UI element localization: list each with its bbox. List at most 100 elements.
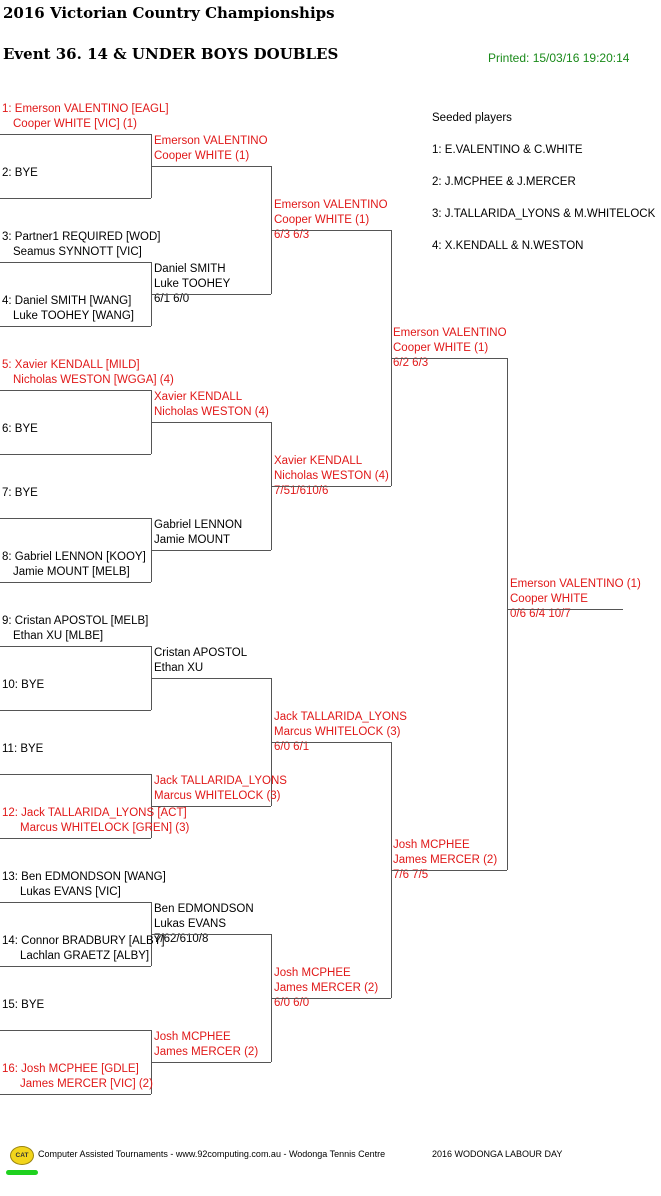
match-winner-line2: Jamie MOUNT — [154, 534, 231, 546]
match-winner-line2: Marcus WHITELOCK (3) — [154, 790, 281, 802]
player-entry-line2: Marcus WHITELOCK [GREN] (3) — [20, 822, 190, 834]
match-winner-line2: James MERCER (2) — [274, 982, 379, 994]
player-entry-line2: Jamie MOUNT [MELB] — [13, 566, 130, 578]
champion-line2: Cooper WHITE — [510, 593, 588, 605]
match-winner-line2: Cooper WHITE (1) — [393, 342, 489, 354]
match-winner-line1: Josh MCPHEE — [274, 967, 351, 979]
bracket-line — [151, 806, 271, 807]
match-winner-line1: Josh MCPHEE — [393, 839, 470, 851]
player-entry-line1: 12: Jack TALLARIDA_LYONS [ACT] — [2, 807, 187, 819]
match-score: 6/3 6/3 — [274, 229, 310, 241]
match-winner-line2: Cooper WHITE (1) — [154, 150, 250, 162]
bracket-line — [0, 710, 151, 711]
player-entry-line2: Lukas EVANS [VIC] — [20, 886, 121, 898]
match-score: 7/62/610/8 — [154, 933, 209, 945]
player-entry-line1: 8: Gabriel LENNON [KOOY] — [2, 551, 146, 563]
player-entry-line1: 10: BYE — [2, 679, 45, 691]
bracket-line — [0, 966, 151, 967]
logo-underline — [6, 1170, 38, 1175]
bracket-line — [0, 582, 151, 583]
match-winner-line2: Luke TOOHEY — [154, 278, 231, 290]
match-winner-line1: Xavier KENDALL — [154, 391, 243, 403]
match-winner-line2: Marcus WHITELOCK (3) — [274, 726, 401, 738]
match-winner-line1: Xavier KENDALL — [274, 455, 363, 467]
player-entry-line1: 16: Josh MCPHEE [GDLE] — [2, 1063, 139, 1075]
match-winner-line2: James MERCER (2) — [154, 1046, 259, 1058]
bracket-line — [0, 390, 151, 391]
match-winner-line1: Emerson VALENTINO — [393, 327, 507, 339]
player-entry-line1: 6: BYE — [2, 423, 38, 435]
player-entry-line2: James MERCER [VIC] (2) — [20, 1078, 153, 1090]
bracket-connector — [507, 358, 508, 870]
match-score: 6/0 6/1 — [274, 741, 310, 753]
bracket-line — [0, 774, 151, 775]
footer-credit: Computer Assisted Tournaments - www.92co… — [38, 1149, 386, 1159]
player-entry-line1: 2: BYE — [2, 167, 38, 179]
match-winner-line1: Josh MCPHEE — [154, 1031, 231, 1043]
player-entry-line2: Nicholas WESTON [WGGA] (4) — [13, 374, 174, 386]
player-entry-line2: Ethan XU [MLBE] — [13, 630, 104, 642]
match-score: 6/1 6/0 — [154, 293, 190, 305]
match-score: 7/51/610/6 — [274, 485, 329, 497]
bracket-line — [271, 486, 391, 487]
player-entry-line2: Lachlan GRAETZ [ALBY] — [20, 950, 150, 962]
player-entry-line1: 5: Xavier KENDALL [MILD] — [2, 359, 140, 371]
bracket-line — [0, 454, 151, 455]
seed-entry: 4: X.KENDALL & N.WESTON — [432, 240, 584, 252]
player-entry-line1: 9: Cristan APOSTOL [MELB] — [2, 615, 149, 627]
match-winner-line2: Ethan XU — [154, 662, 204, 674]
seeded-players-title: Seeded players — [432, 112, 512, 124]
final-score: 0/6 6/4 10/7 — [510, 608, 571, 620]
player-entry-line2: Luke TOOHEY [WANG] — [13, 310, 135, 322]
bracket-line — [151, 934, 271, 935]
bracket-line — [0, 838, 151, 839]
match-winner-line1: Jack TALLARIDA_LYONS — [274, 711, 407, 723]
match-score: 6/2 6/3 — [393, 357, 429, 369]
bracket-line — [271, 998, 391, 999]
match-winner-line2: Nicholas WESTON (4) — [274, 470, 389, 482]
match-winner-line1: Emerson VALENTINO — [154, 135, 268, 147]
bracket-line — [151, 1062, 271, 1063]
player-entry-line1: 4: Daniel SMITH [WANG] — [2, 295, 132, 307]
bracket-line — [151, 678, 271, 679]
tournament-title: 2016 Victorian Country Championships — [3, 4, 335, 22]
player-entry-line1: 13: Ben EDMONDSON [WANG] — [2, 871, 166, 883]
player-entry-line1: 15: BYE — [2, 999, 45, 1011]
bracket-line — [391, 358, 507, 359]
bracket-line — [0, 134, 151, 135]
player-entry-line2: Cooper WHITE [VIC] (1) — [13, 118, 137, 130]
player-entry-line1: 3: Partner1 REQUIRED [WOD] — [2, 231, 161, 243]
match-winner-line2: Nicholas WESTON (4) — [154, 406, 269, 418]
bracket-line — [151, 294, 271, 295]
printed-timestamp: Printed: 15/03/16 19:20:14 — [488, 51, 630, 65]
bracket-line — [151, 422, 271, 423]
bracket-line — [0, 198, 151, 199]
bracket-line — [507, 609, 623, 610]
match-score: 6/0 6/0 — [274, 997, 310, 1009]
bracket-line — [0, 326, 151, 327]
player-entry-line1: 14: Connor BRADBURY [ALBY] — [2, 935, 165, 947]
match-winner-line1: Emerson VALENTINO — [274, 199, 388, 211]
player-entry-line2: Seamus SYNNOTT [VIC] — [13, 246, 142, 258]
champion-line1: Emerson VALENTINO (1) — [510, 578, 641, 590]
match-winner-line2: Lukas EVANS — [154, 918, 227, 930]
event-title: Event 36. 14 & UNDER BOYS DOUBLES — [3, 45, 339, 63]
bracket-line — [0, 518, 151, 519]
player-entry-line1: 7: BYE — [2, 487, 38, 499]
bracket-line — [0, 646, 151, 647]
footer-tournament: 2016 WODONGA LABOUR DAY — [432, 1149, 563, 1159]
player-entry-line1: 11: BYE — [2, 743, 44, 755]
match-score: 7/6 7/5 — [393, 869, 429, 881]
bracket-line — [0, 1094, 151, 1095]
bracket-line — [0, 1030, 151, 1031]
bracket-line — [391, 870, 507, 871]
seed-entry: 1: E.VALENTINO & C.WHITE — [432, 144, 583, 156]
match-winner-line2: Cooper WHITE (1) — [274, 214, 370, 226]
seed-entry: 3: J.TALLARIDA_LYONS & M.WHITELOCK — [432, 208, 656, 220]
match-winner-line1: Ben EDMONDSON — [154, 903, 254, 915]
match-winner-line1: Jack TALLARIDA_LYONS — [154, 775, 287, 787]
bracket-line — [0, 902, 151, 903]
bracket-line — [271, 230, 391, 231]
bracket-line — [151, 166, 271, 167]
match-winner-line1: Daniel SMITH — [154, 263, 226, 275]
